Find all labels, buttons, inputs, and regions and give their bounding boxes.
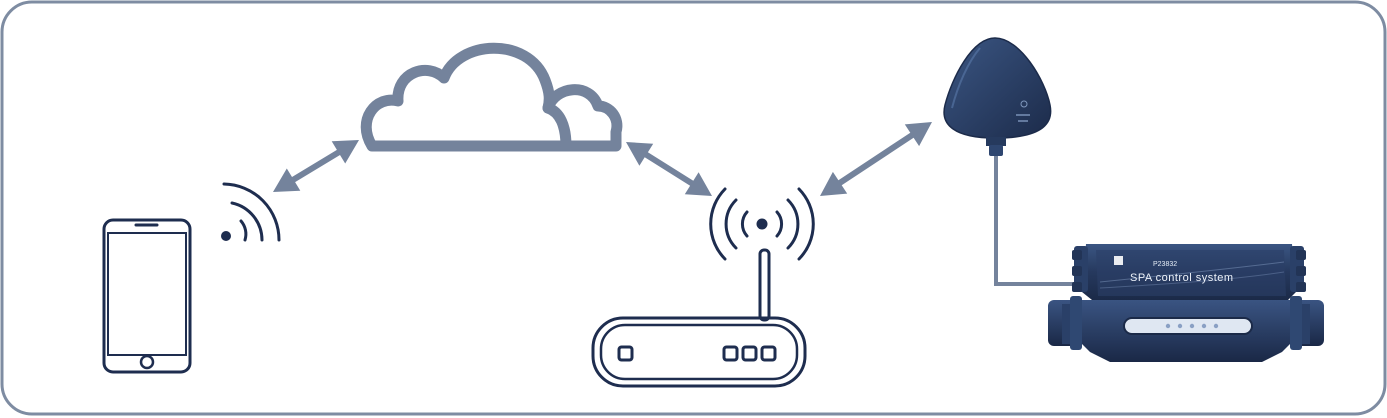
smartphone-icon [102,218,192,374]
wifi-router-icon [591,248,807,388]
antenna-cable [994,156,1085,286]
arrow-cloud-router [626,142,712,196]
cloud-icon [360,42,623,152]
spa-model-number: P23832 [1153,261,1177,268]
phone-wifi-signal-icon [221,182,281,242]
spa-system-label: SPA control system [1130,272,1234,284]
arrow-phone-cloud [273,140,359,192]
spa-control-box-icon: P23832 SPA control system [1048,244,1324,362]
wifi-antenna-module-icon [943,37,1052,156]
router-wifi-broadcast-icon [709,187,815,261]
arrow-router-antenna [820,122,932,196]
